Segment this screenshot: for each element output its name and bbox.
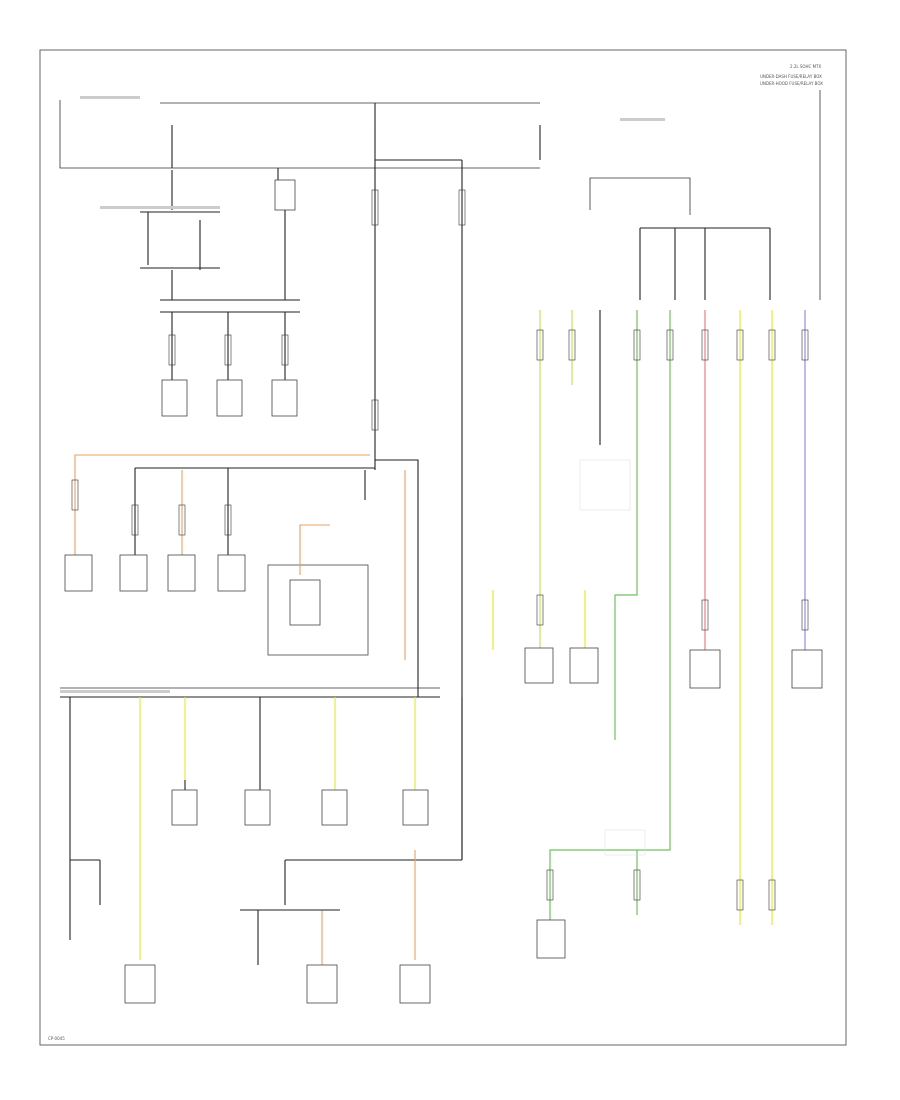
right-fuse-box (589, 90, 821, 300)
header-line-2: UNDER-DASH FUSE/RELAY BOX (760, 74, 822, 79)
underhood-fuse-box-top (59, 100, 541, 860)
sub-module-box (267, 470, 369, 656)
header-right-labels: 2.2L SOHC MTX UNDER-DASH FUSE/RELAY BOX … (760, 64, 823, 86)
lower-left-bus (60, 680, 463, 960)
ignition-switch-area (140, 170, 300, 313)
ignition-loads-row (161, 312, 298, 417)
right-wires (492, 310, 806, 925)
diagram-frame (39, 49, 847, 1046)
bottom-left-loads (124, 850, 431, 1004)
footer-code: CP-0045 (48, 1036, 65, 1041)
right-loads (524, 329, 823, 959)
mid-left-branch (64, 454, 419, 680)
header-line-1: 2.2L SOHC MTX (790, 64, 822, 69)
component-labels (60, 96, 665, 856)
header-line-3: UNDER-HOOD FUSE/RELAY BOX (760, 81, 823, 86)
